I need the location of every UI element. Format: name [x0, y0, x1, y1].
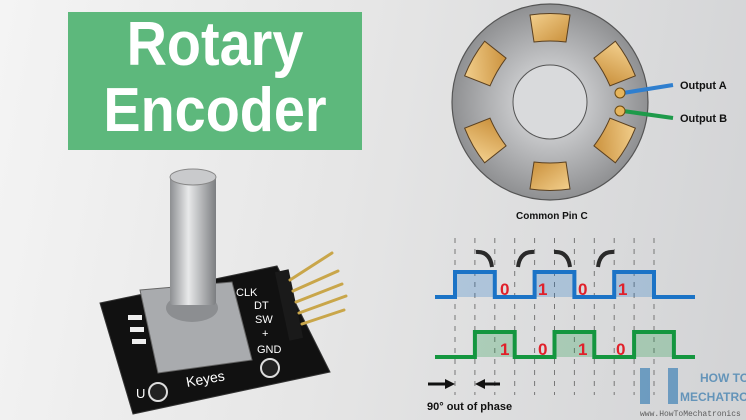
- pin-label-dt: DT: [254, 300, 269, 312]
- channel-a-high-fill: [455, 272, 475, 297]
- rotation-arrow-icon: [516, 249, 535, 268]
- phase-label: 90° out of phase: [427, 401, 512, 413]
- disk-pad: [529, 161, 571, 191]
- channel-a-high-fill: [614, 272, 635, 297]
- watermark-logo: HOW TO MECHATRON www.HowToMechatronics: [640, 368, 746, 419]
- channel-a-bit: 1: [618, 280, 627, 299]
- wire-output-a: [622, 83, 674, 95]
- watermark-url: www.HowToMechatronics: [640, 410, 741, 419]
- common-pin-label: Common Pin C: [516, 211, 588, 222]
- pin-a-contact: [614, 87, 626, 99]
- disk-pad: [593, 40, 636, 87]
- pin-label-clk: CLK: [236, 287, 258, 299]
- channel-a-high-fill: [534, 272, 555, 297]
- disk-pad: [529, 13, 571, 43]
- rotation-arrow-icon: [553, 249, 572, 268]
- pin-label-sw: SW: [255, 314, 273, 326]
- title-banner: Rotary Encoder: [68, 12, 362, 150]
- pin-label-plus: +: [262, 328, 268, 340]
- channel-a-bit: 0: [500, 280, 509, 299]
- channel-b-bit: 1: [578, 340, 587, 359]
- timing-diagram: 0 1 0 1 1 0 1 0 90° out of phase: [427, 238, 695, 413]
- phase-arrows: [428, 379, 500, 389]
- rotation-arrow-icon: [596, 249, 615, 268]
- channel-b-bit: 1: [500, 340, 509, 359]
- channel-a-high-fill: [554, 272, 575, 297]
- disk-pad: [464, 117, 507, 164]
- channel-b-bit: 0: [538, 340, 547, 359]
- channel-b-high-fill: [634, 332, 654, 357]
- channel-b-waveform: [435, 330, 695, 359]
- channel-a-bit: 0: [578, 280, 587, 299]
- output-a-label: Output A: [680, 80, 727, 92]
- pin-label-gnd: GND: [257, 344, 282, 356]
- encoder-module: CLK DT SW + GND Keyes U: [99, 168, 348, 415]
- wire-output-b: [622, 109, 674, 120]
- header-pins: [274, 251, 348, 341]
- corner-letter: U: [136, 386, 145, 401]
- encoder-disk: Output A Output B Common Pin C: [451, 3, 727, 222]
- channel-a-bit: 1: [538, 280, 547, 299]
- channel-b-high-fill: [494, 332, 515, 357]
- shaft: [170, 175, 216, 305]
- watermark-line-2: MECHATRON: [680, 390, 746, 404]
- channel-b-high-fill: [654, 332, 674, 357]
- pin-b-contact: [614, 105, 626, 117]
- brand-label: Keyes: [185, 367, 226, 390]
- disk-pad: [464, 40, 507, 87]
- channel-b-high-fill: [474, 332, 495, 357]
- rotation-arrow-icon: [475, 249, 494, 268]
- channel-b-bit: 0: [616, 340, 625, 359]
- title-line-2: Encoder: [103, 76, 327, 145]
- watermark-line-1: HOW TO: [700, 371, 746, 385]
- channel-a-high-fill: [634, 272, 654, 297]
- channel-b-high-fill: [554, 332, 575, 357]
- channel-b-high-fill: [574, 332, 595, 357]
- channel-a-waveform: [435, 270, 695, 299]
- channel-a-high-fill: [474, 272, 495, 297]
- output-b-label: Output B: [680, 113, 727, 125]
- disk-pad: [593, 117, 636, 164]
- title-line-1: Rotary: [126, 10, 304, 79]
